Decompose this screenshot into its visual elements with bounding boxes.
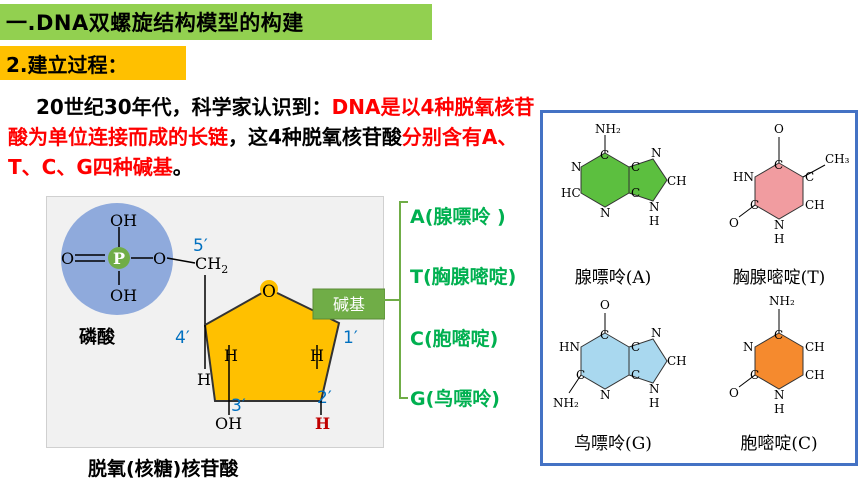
base-c-label: C(胞嘧啶) bbox=[410, 328, 499, 350]
svg-text:NH₂: NH₂ bbox=[553, 396, 579, 410]
svg-text:N: N bbox=[571, 160, 582, 174]
nucleotide-diagram: P OH OH O O 磷酸 CH2 5′ O 碱基 4′ 1′ 3′ 2′ H… bbox=[46, 196, 386, 448]
svg-text:N: N bbox=[743, 340, 754, 354]
svg-text:CH: CH bbox=[667, 354, 687, 368]
ring-o: O bbox=[262, 282, 276, 302]
slide-title-bar: 一.DNA双螺旋结构模型的构建 bbox=[0, 4, 432, 40]
base-box-label: 碱基 bbox=[333, 295, 365, 314]
svg-text:O: O bbox=[729, 216, 739, 230]
carbon-5-label: 5′ bbox=[193, 236, 208, 256]
svg-text:H: H bbox=[649, 396, 659, 410]
svg-text:C: C bbox=[631, 160, 640, 174]
h-c2: H bbox=[315, 414, 330, 433]
oh-bottom: OH bbox=[110, 286, 137, 305]
para-part3: ，这4种脱氧核苷酸 bbox=[228, 125, 402, 149]
oh-top: OH bbox=[110, 211, 137, 230]
intro-paragraph: 20世纪30年代，科学家认识到：DNA是以4种脱氧核苷酸为单位连接而成的长链，这… bbox=[8, 92, 538, 182]
base-structures-panel: NH₂ C N HC N C C N CH N H O C HN bbox=[540, 110, 858, 466]
p-atom: P bbox=[113, 249, 125, 268]
svg-text:N: N bbox=[649, 200, 660, 214]
svg-text:C: C bbox=[750, 368, 759, 382]
p-atom-circle bbox=[108, 247, 130, 269]
carbon-1-label: 1′ bbox=[343, 328, 358, 348]
svg-text:CH: CH bbox=[805, 198, 825, 212]
svg-text:H: H bbox=[774, 232, 784, 246]
bases-bracket bbox=[384, 201, 408, 399]
svg-text:C: C bbox=[750, 198, 759, 212]
carbon-3-label: 3′ bbox=[231, 396, 246, 416]
svg-text:O: O bbox=[729, 386, 739, 400]
para-part4: 分别含有A、T、C、G四种碱基 bbox=[8, 125, 518, 179]
adenine-name: 腺嘌呤(A) bbox=[575, 268, 652, 288]
ch2-text: CH2 bbox=[195, 254, 228, 276]
svg-text:N: N bbox=[649, 382, 660, 396]
base-t-label: T(胸腺嘧啶) bbox=[410, 266, 517, 288]
svg-text:N: N bbox=[600, 206, 611, 220]
svg-text:CH: CH bbox=[805, 340, 825, 354]
svg-text:N: N bbox=[651, 326, 662, 340]
svg-text:HN: HN bbox=[733, 170, 754, 184]
svg-text:N: N bbox=[651, 146, 662, 160]
svg-text:C: C bbox=[631, 186, 640, 200]
h-c4: H bbox=[224, 346, 238, 365]
svg-text:C: C bbox=[774, 328, 783, 342]
nucleotide-svg: P OH OH O O 磷酸 CH2 5′ O 碱基 4′ 1′ 3′ 2′ H… bbox=[61, 203, 386, 433]
guanine-structure: O C HN C NH₂ N C C N CH N H bbox=[553, 298, 687, 410]
cytosine-structure: NH₂ C N C O N H CH CH bbox=[729, 294, 825, 416]
para-part2: DNA是以4种脱氧核苷酸为单位连接而成的长链 bbox=[8, 95, 535, 149]
guanine-name: 鸟嘌呤(G) bbox=[574, 434, 652, 454]
h-c1: H bbox=[310, 346, 324, 365]
para-part5: 。 bbox=[172, 155, 193, 179]
svg-text:C: C bbox=[774, 158, 783, 172]
svg-text:CH₃: CH₃ bbox=[825, 152, 850, 166]
base-g-label: G(鸟嘌呤) bbox=[410, 388, 500, 410]
svg-text:HC: HC bbox=[561, 186, 581, 200]
slide-subtitle: 2.建立过程： bbox=[6, 52, 128, 77]
svg-text:C: C bbox=[576, 368, 585, 382]
svg-text:HN: HN bbox=[559, 340, 580, 354]
svg-text:H: H bbox=[649, 214, 659, 228]
structures-svg: NH₂ C N HC N C C N CH N H O C HN bbox=[553, 122, 850, 454]
svg-text:NH₂: NH₂ bbox=[769, 294, 795, 308]
o-right: O bbox=[153, 249, 166, 268]
svg-text:NH₂: NH₂ bbox=[595, 122, 621, 136]
phosphate-label: 磷酸 bbox=[79, 326, 116, 348]
svg-text:C: C bbox=[805, 170, 814, 184]
nucleotide-caption: 脱氧(核糖)核苷酸 bbox=[88, 458, 239, 480]
oh-c3: OH bbox=[215, 414, 242, 433]
slide-title: 一.DNA双螺旋结构模型的构建 bbox=[6, 11, 304, 35]
svg-text:C: C bbox=[600, 328, 609, 342]
svg-text:N: N bbox=[774, 388, 785, 402]
svg-text:C: C bbox=[631, 368, 640, 382]
svg-text:O: O bbox=[600, 298, 610, 312]
h-c4-lower: H bbox=[197, 370, 211, 389]
slide-subtitle-bar: 2.建立过程： bbox=[0, 46, 186, 80]
svg-text:CH: CH bbox=[805, 368, 825, 382]
svg-text:O: O bbox=[774, 122, 784, 136]
thymine-structure: O C HN C O N H CH C CH₃ bbox=[729, 122, 850, 246]
svg-text:N: N bbox=[774, 218, 785, 232]
o-left: O bbox=[61, 249, 74, 268]
svg-text:N: N bbox=[600, 388, 611, 402]
carbon-4-label: 4′ bbox=[175, 328, 190, 348]
svg-text:H: H bbox=[774, 402, 784, 416]
carbon-2-label: 2′ bbox=[317, 388, 332, 408]
cytosine-name: 胞嘧啶(C) bbox=[740, 434, 817, 454]
thymine-name: 胸腺嘧啶(T) bbox=[733, 268, 826, 288]
svg-text:C: C bbox=[631, 340, 640, 354]
svg-text:C: C bbox=[600, 148, 609, 162]
para-part1: 20世纪30年代，科学家认识到： bbox=[36, 95, 332, 119]
adenine-structure: NH₂ C N HC N C C N CH N H bbox=[561, 122, 687, 228]
svg-text:CH: CH bbox=[667, 174, 687, 188]
base-a-label: A(腺嘌呤 ) bbox=[410, 206, 506, 228]
